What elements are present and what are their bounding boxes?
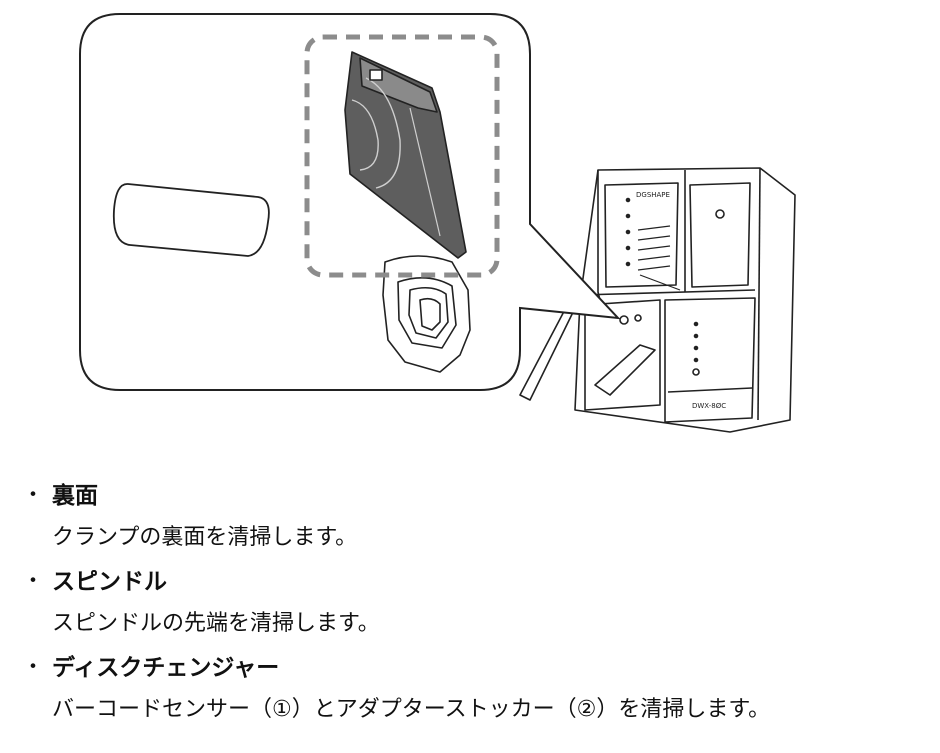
bullet-list: ・ 裏面 クランプの裏面を清掃します。 ・ スピンドル スピンドルの先端を清掃し… — [22, 478, 922, 736]
item-description: クランプの裏面を清掃します。 — [52, 525, 358, 550]
device-model-label: DWX-8ØC — [692, 402, 726, 410]
item-description: バーコードセンサー（①）とアダプターストッカー（②）を清掃します。 — [52, 697, 771, 722]
bullet-marker: ・ — [22, 655, 45, 680]
item-title: ディスクチェンジャー — [52, 655, 280, 681]
clamp-cleaning-illustration: DGSHAPE DWX-8ØC — [79, 13, 796, 433]
bullet-marker: ・ — [22, 569, 45, 594]
list-item: ・ スピンドル スピンドルの先端を清掃します。 — [22, 564, 922, 650]
clamp-holder — [382, 255, 471, 373]
list-item: ・ ディスクチェンジャー バーコードセンサー（①）とアダプターストッカー（②）を… — [22, 650, 922, 736]
list-item: ・ 裏面 クランプの裏面を清掃します。 — [22, 478, 922, 564]
bullet-marker: ・ — [22, 483, 45, 508]
clamp-label-outline — [112, 183, 270, 257]
item-title: スピンドル — [52, 569, 167, 595]
highlight-dashed-box — [304, 34, 500, 278]
item-title: 裏面 — [52, 483, 98, 509]
milling-machine-drawing — [519, 167, 796, 433]
callout-bubble — [79, 13, 621, 391]
item-description: スピンドルの先端を清掃します。 — [52, 611, 380, 636]
device-brand-label: DGSHAPE — [636, 191, 670, 199]
clamp-back-face — [344, 51, 467, 259]
